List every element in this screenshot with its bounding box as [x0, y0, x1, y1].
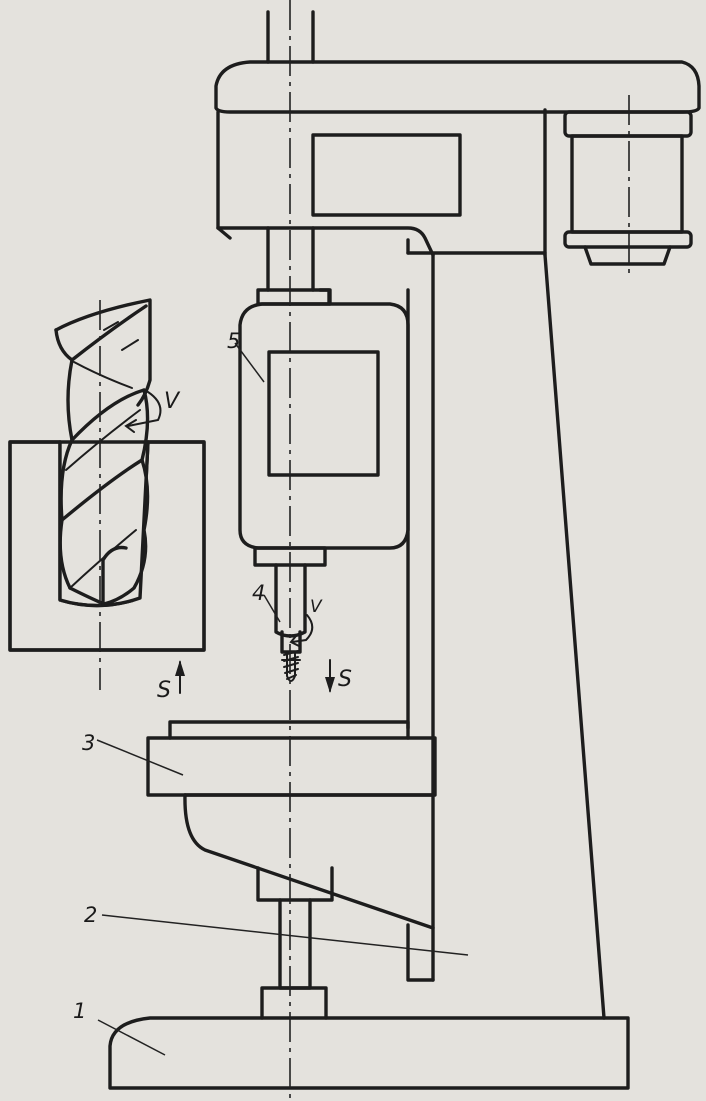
center-axes: [99, 0, 630, 1101]
label-spindle: 4: [252, 581, 265, 605]
spindle-rotation-arrow: [289, 614, 314, 647]
spindle-quill: [256, 10, 332, 306]
leader-lines: [96, 342, 469, 1056]
feed-arrow-up: [175, 660, 185, 694]
label-feed-up: S: [157, 678, 171, 703]
label-rotation-spindle: V: [310, 597, 323, 617]
label-column: 2: [84, 903, 97, 927]
label-feed-down: S: [338, 667, 352, 692]
label-drill-head: 5: [227, 329, 240, 353]
label-base: 1: [73, 999, 86, 1023]
twist-drill-detail: [54, 298, 162, 607]
top-housing: [214, 60, 701, 257]
label-table: 3: [82, 731, 95, 755]
drill-head: [238, 302, 410, 567]
label-rotation-detail: V: [164, 389, 181, 414]
workpiece-section: [8, 440, 206, 652]
drill-bit: [283, 650, 299, 682]
work-table: [146, 720, 437, 930]
feed-arrow-down: [325, 659, 335, 693]
motor: [563, 110, 693, 266]
base-plate: [108, 1016, 630, 1090]
lead-screw-assembly: [256, 866, 334, 1020]
